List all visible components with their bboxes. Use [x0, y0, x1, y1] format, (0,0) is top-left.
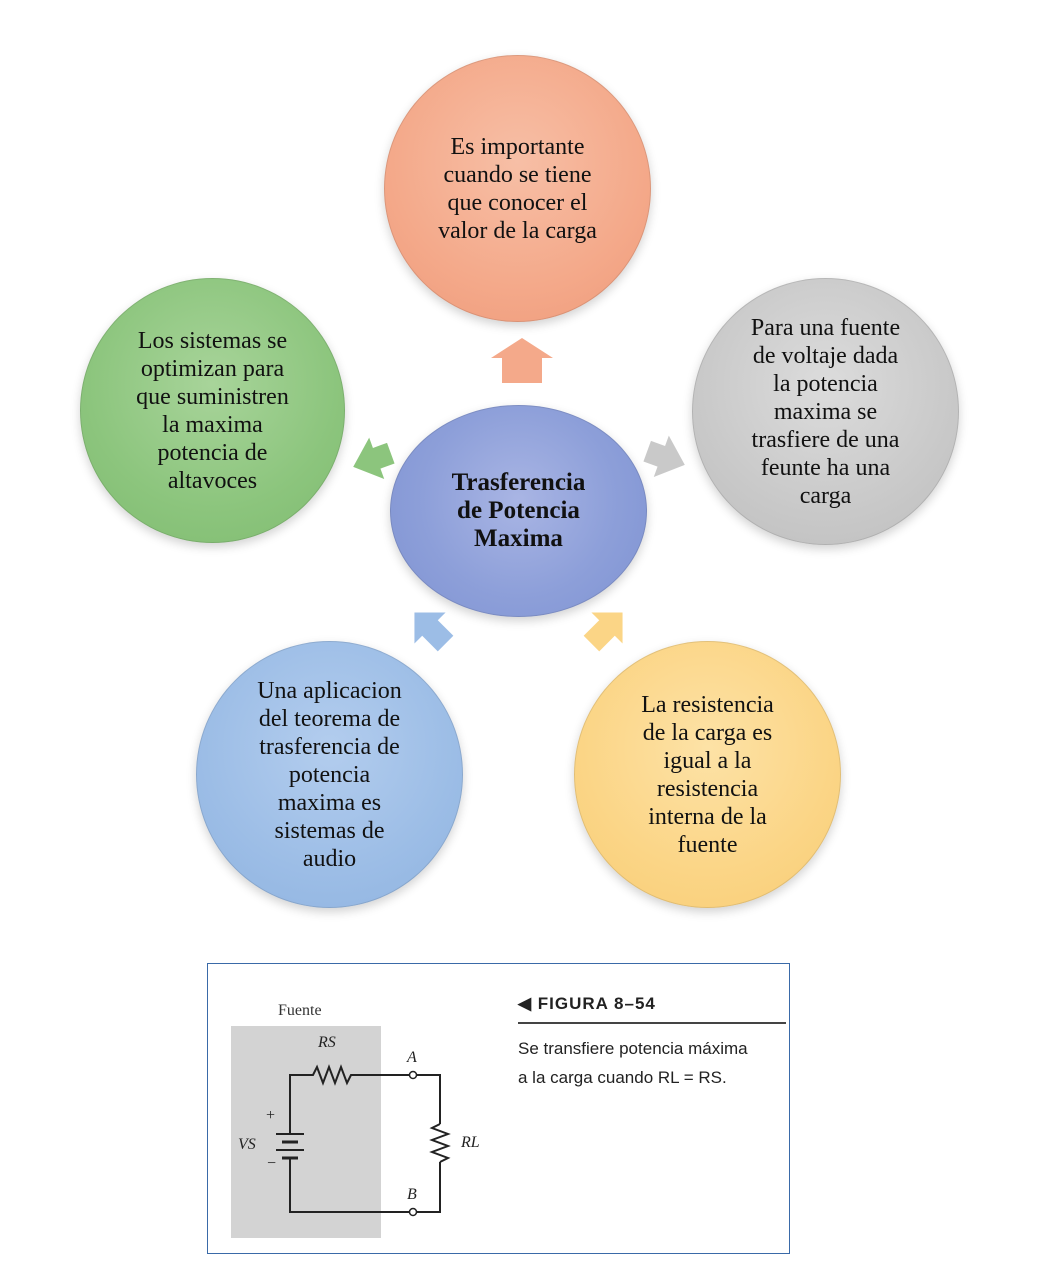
- terminal-a: [408, 1070, 418, 1080]
- vs-label: VS: [238, 1136, 256, 1153]
- rs-label: RS: [318, 1034, 336, 1051]
- node-center-text: Trasferencia de Potencia Maxima: [451, 469, 586, 552]
- node-a-label: A: [407, 1049, 417, 1066]
- arrow-down-left: [414, 612, 454, 652]
- battery-vs: [276, 1114, 304, 1162]
- circuit-diagram: [276, 1064, 451, 1217]
- wire-a-to-rl: [416, 1074, 441, 1124]
- arrow-left: [353, 437, 395, 479]
- arrows-layer: [353, 338, 685, 652]
- arrow-down-right: [583, 612, 623, 652]
- rs-resistor: [289, 1064, 411, 1114]
- node-b-label: B: [407, 1186, 417, 1203]
- minus-sign: −: [267, 1155, 277, 1172]
- node-right: Para una fuente de voltaje dada la poten…: [692, 278, 959, 545]
- arrow-up: [491, 338, 553, 383]
- wire-rl-to-b: [416, 1162, 441, 1213]
- node-right-text: Para una fuente de voltaje dada la poten…: [750, 314, 901, 509]
- wire-bottom: [289, 1162, 410, 1213]
- node-bottom-right: La resistencia de la carga es igual a la…: [574, 641, 841, 908]
- node-bottom-left-text: Una aplicacion del teorema de trasferenc…: [257, 677, 402, 872]
- node-center: Trasferencia de Potencia Maxima: [390, 405, 647, 617]
- rl-label: RL: [461, 1134, 480, 1151]
- node-left: Los sistemas se optimizan para que sumin…: [80, 278, 345, 543]
- figure-rule: [518, 1022, 786, 1024]
- node-top-text: Es importante cuando se tiene que conoce…: [438, 133, 597, 244]
- figure-caption: Se transfiere potencia máxima a la carga…: [518, 1039, 748, 1087]
- terminal-b: [408, 1207, 418, 1217]
- figure-title: ◀ FIGURA 8–54: [518, 994, 656, 1013]
- node-left-text: Los sistemas se optimizan para que sumin…: [136, 327, 289, 494]
- source-label: Fuente: [278, 1002, 322, 1019]
- source-shading: [231, 1026, 381, 1238]
- arrow-right: [643, 435, 685, 477]
- node-top: Es importante cuando se tiene que conoce…: [384, 55, 651, 322]
- node-bottom-left: Una aplicacion del teorema de trasferenc…: [196, 641, 463, 908]
- node-bottom-right-text: La resistencia de la carga es igual a la…: [641, 691, 774, 858]
- plus-sign: +: [266, 1107, 276, 1124]
- figure-box: Fuente RS A RL VS + − B ◀ FIGURA 8–54 Se…: [207, 963, 790, 1254]
- rl-resistor: [429, 1123, 451, 1163]
